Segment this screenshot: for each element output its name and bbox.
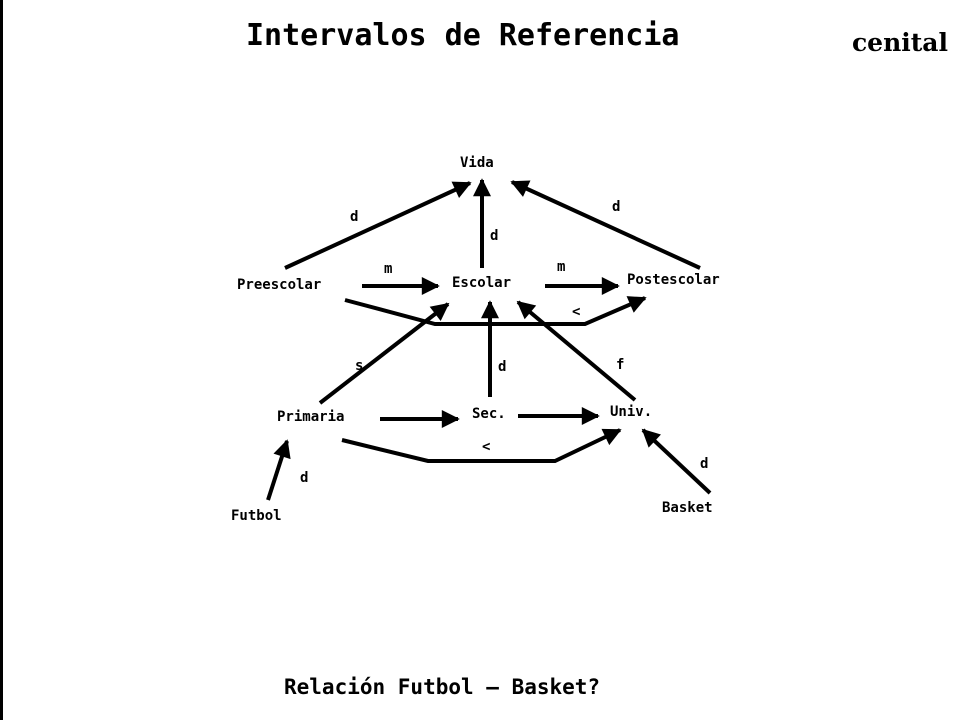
edge-primaria-univ [341, 428, 622, 463]
node-sec: Sec. [472, 406, 506, 422]
edge-futbol-primaria [266, 439, 291, 501]
node-vida: Vida [460, 155, 494, 171]
edge-primaria-escolar [318, 302, 450, 405]
edge-preescolar-postescolar [344, 296, 647, 326]
edge-label-primaria-univ: < [482, 439, 490, 455]
edge-label-preescolar-postescolar: < [572, 304, 580, 320]
edge-basket-univ [641, 428, 712, 495]
edge-label-preescolar-vida: d [350, 209, 358, 225]
node-primaria: Primaria [277, 409, 344, 425]
node-escolar: Escolar [452, 275, 511, 291]
edge-label-basket-univ: d [700, 456, 708, 472]
edge-label-univ-escolar: f [616, 357, 624, 373]
edge-label-preescolar-escolar: m [384, 261, 392, 277]
edge-label-escolar-postescolar: m [557, 259, 565, 275]
edge-label-postescolar-vida: d [612, 199, 620, 215]
edge-label-escolar-vida: d [490, 228, 498, 244]
edge-label-sec-escolar: d [498, 359, 506, 375]
brand-logo-text: cenital [851, 28, 948, 57]
node-futbol: Futbol [231, 508, 282, 524]
node-preescolar: Preescolar [237, 277, 321, 293]
edge-postescolar-vida [510, 180, 701, 270]
edge-preescolar-vida [284, 181, 472, 270]
footer-question: Relación Futbol – Basket? [284, 675, 601, 699]
node-basket: Basket [662, 500, 713, 516]
node-univ: Univ. [610, 404, 652, 420]
edge-label-primaria-escolar: s [355, 358, 363, 374]
node-postescolar: Postescolar [627, 272, 720, 288]
left-border [0, 0, 3, 720]
edge-label-futbol-primaria: d [300, 470, 308, 486]
page-title: Intervalos de Referencia [246, 18, 680, 53]
edge-univ-escolar [516, 300, 637, 402]
